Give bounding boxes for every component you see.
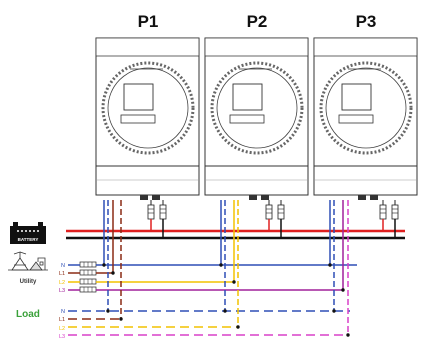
load-lines: N L1 L2 L3 xyxy=(59,200,350,338)
load-line-l3-label: L3 xyxy=(59,334,65,338)
breaker-pair-p2 xyxy=(265,204,285,220)
breaker-pair-p1 xyxy=(147,204,167,220)
utility-line-l3-label: L3 xyxy=(59,288,65,294)
load-label: Load xyxy=(16,309,40,320)
utility-lines: N L1 L2 L3 xyxy=(59,200,357,294)
battery-bus xyxy=(66,219,405,240)
load-line-l1-label: L1 xyxy=(59,317,65,323)
unit-title-p1: P1 xyxy=(138,12,159,31)
battery-icon: BATTERY xyxy=(10,222,46,244)
utility-line-n-label: N xyxy=(61,263,65,269)
unit-title-p2: P2 xyxy=(247,12,268,31)
utility-tower-icon xyxy=(8,251,48,271)
inverter-unit-p3 xyxy=(313,37,418,200)
utility-label: Utility xyxy=(20,279,37,285)
load-line-l2-label: L2 xyxy=(59,326,65,332)
unit-battery-drops xyxy=(150,200,396,205)
breaker-pair-p3 xyxy=(379,204,399,220)
utility-line-l2-label: L2 xyxy=(59,280,65,286)
load-line-n-label: N xyxy=(61,309,65,315)
inverter-unit-p2 xyxy=(204,37,309,200)
inverter-unit-p1 xyxy=(95,37,200,200)
utility-line-l1-label: L1 xyxy=(59,271,65,277)
battery-label: BATTERY xyxy=(18,237,39,242)
unit-title-p3: P3 xyxy=(356,12,377,31)
